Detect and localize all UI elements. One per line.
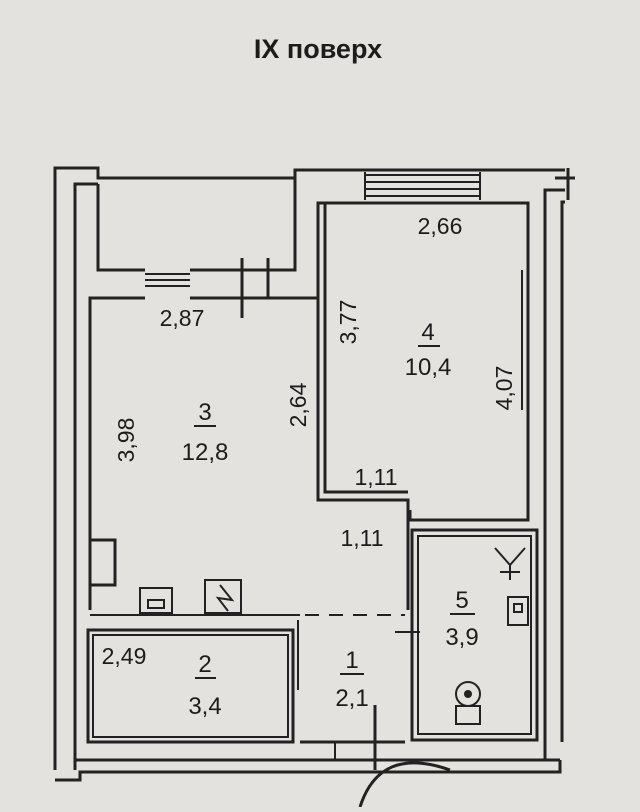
loggia [96, 178, 297, 318]
room-2-number: 2 [198, 651, 211, 678]
room-2-area: 3,4 [188, 693, 221, 720]
dimension-1-11-top: 1,11 [354, 464, 397, 490]
room-5-walls [395, 528, 539, 742]
room-1-walls [300, 614, 405, 770]
dimension-3-77: 3,77 [335, 300, 361, 345]
window-top [364, 168, 575, 200]
room-1-area: 2,1 [335, 685, 368, 712]
kitchen-fixtures [139, 579, 242, 614]
dimension-4-07: 4,07 [491, 366, 517, 411]
dimension-3-98: 3,98 [113, 418, 139, 463]
entry-arc [358, 761, 451, 808]
room-3-area: 12,8 [182, 439, 229, 466]
room-3-walls [88, 296, 410, 616]
room-4-number: 4 [421, 319, 434, 346]
room-4-area: 10,4 [405, 354, 452, 381]
room-1-number: 1 [345, 647, 358, 674]
room-3-number: 3 [198, 399, 211, 426]
outer-walls [53, 166, 565, 782]
room-labels: 2 3,4 3 12,8 4 10,4 1 2,1 5 3,9 [182, 319, 479, 720]
dimension-1-11-bottom: 1,11 [340, 525, 383, 551]
room-5-number: 5 [455, 587, 468, 614]
room-5-area: 3,9 [445, 624, 478, 651]
dimension-2-64: 2,64 [285, 382, 311, 427]
dimension-labels: 2,87 2,66 3,77 4,07 3,98 2,64 1,11 1,11 … [102, 213, 517, 669]
dimension-2-49: 2,49 [102, 643, 147, 669]
dimension-2-66: 2,66 [418, 213, 463, 239]
floor-title: IX поверх [254, 34, 382, 64]
room-4-walls [316, 201, 530, 522]
dimension-2-87: 2,87 [160, 305, 205, 331]
room-2-walls [86, 620, 299, 744]
